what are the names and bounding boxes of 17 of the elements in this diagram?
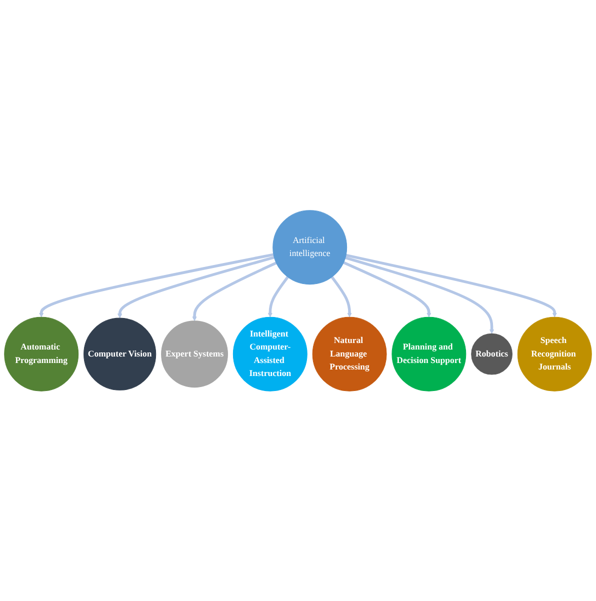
node-circle: Automatic Programming	[4, 316, 79, 392]
arrow	[117, 256, 275, 318]
node-circle: Artificial intelligence	[272, 210, 348, 284]
node-circle: Expert Systems	[161, 320, 228, 388]
node-circle: Robotics	[471, 333, 512, 375]
arrow	[192, 261, 277, 321]
node-circle: Natural Language Processing	[312, 316, 387, 392]
arrow	[346, 254, 558, 318]
node-circle: Intelligent Computer-Assisted Instruction	[232, 316, 308, 392]
arrow	[330, 276, 352, 318]
node-circle: Computer Vision	[84, 318, 156, 390]
arrow	[343, 260, 432, 318]
arrow	[344, 256, 494, 334]
arrow	[268, 276, 289, 318]
arrow	[38, 252, 274, 318]
node-circle: Speech Recognition Journals	[517, 316, 592, 392]
node-circle: Planning and Decision Support	[392, 316, 466, 392]
